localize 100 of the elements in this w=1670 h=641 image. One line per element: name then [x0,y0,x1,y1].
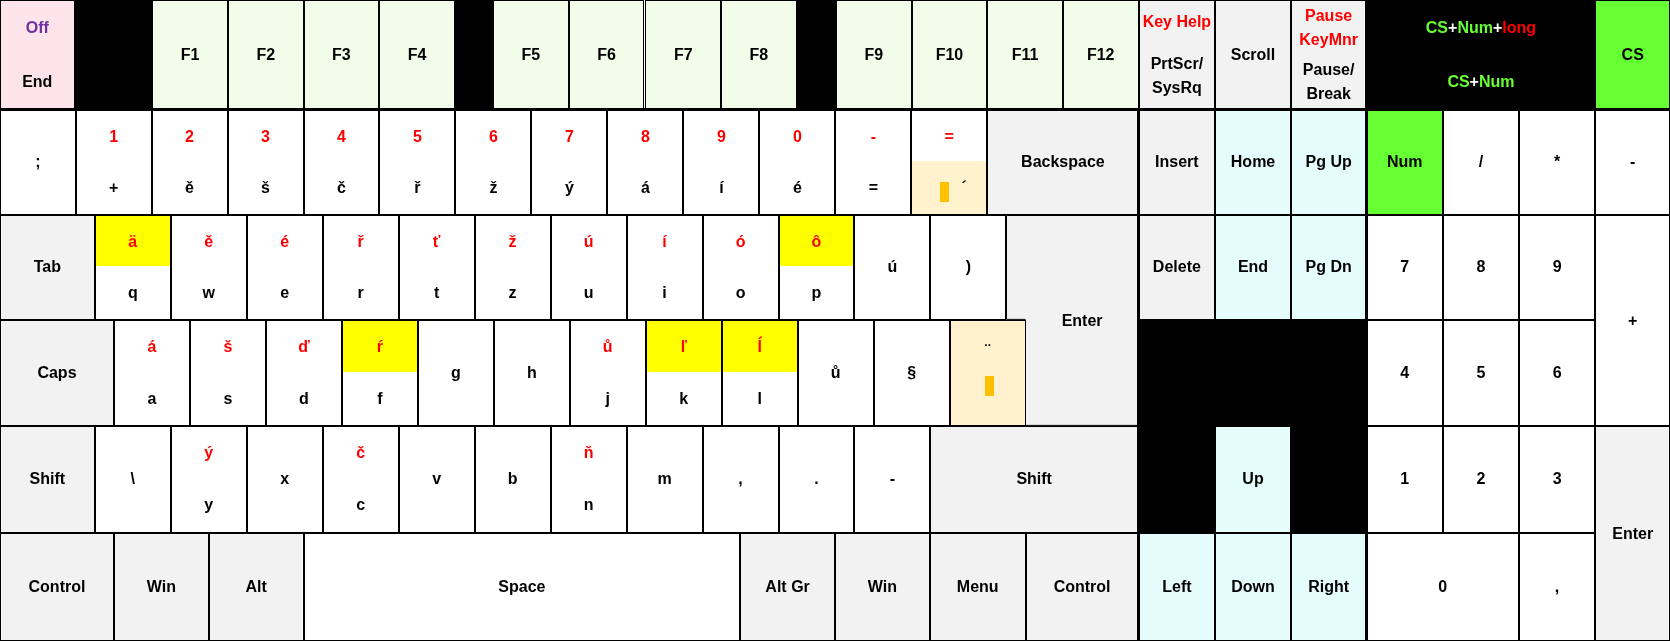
keyboard-key [1006,215,1139,426]
keyboard-key [1215,215,1291,320]
keyboard-key [0,426,95,533]
key-label: f [377,388,383,409]
keyboard-key [1366,215,1444,320]
keyboard-key [1138,0,1216,110]
key-label: ú [583,231,594,252]
keyboard-key [568,0,645,110]
key-label: Pause KeyMnr [1298,5,1359,50]
keyboard-key [455,109,532,216]
keyboard-key [1518,215,1596,320]
keyboard-key [1138,215,1216,320]
keyboard-key [1290,0,1367,110]
key-label: ´ [961,178,967,199]
key-label: = [944,126,954,147]
key-label: ň [583,443,594,464]
key-label: ý [204,443,214,464]
key-label: ä [128,231,138,252]
key-label: 2 [185,126,194,147]
key-label: - [1630,152,1636,173]
keyboard-key [170,215,247,320]
keyboard-key [987,109,1139,216]
key-label: g [450,362,461,383]
key-label: é [280,231,290,252]
key-label: F9 [864,44,884,65]
keyboard-key [170,426,247,533]
blank-key [1138,319,1367,426]
key-label: u [583,282,594,303]
keyboard-key [1366,426,1444,533]
key-label: F7 [673,44,693,65]
key-label: Backspace [1021,152,1105,173]
keyboard-key [1138,532,1216,641]
keyboard-key [113,532,209,641]
keyboard-key [1518,319,1596,426]
keyboard-key [152,0,228,110]
keyboard-key [836,0,912,110]
key-label: ) [965,257,972,278]
keyboard-key [1366,0,1596,110]
key-label: s [223,388,233,409]
key-label: m [657,469,672,490]
key-label: Enter [1061,310,1103,331]
keyboard-key [930,215,1007,320]
keyboard-key [854,215,931,320]
key-label: Up [1242,469,1264,490]
key-label: ó [735,231,746,252]
keyboard-key [379,109,456,216]
key-label: Shift [1016,469,1052,490]
key-label: Space [498,576,546,597]
key-label: + [108,178,119,199]
key-label: Alt Gr [765,576,810,597]
key-label: ů [830,362,841,383]
keyboard-key [341,319,418,426]
keyboard-key [75,109,152,216]
key-label: 1 [109,126,119,147]
keyboard-key [1138,109,1216,216]
key-label: ý [564,178,574,199]
key-label: 7 [1400,257,1410,278]
keyboard-key [208,532,304,641]
keyboard-key [474,215,551,320]
key-label: Down [1231,576,1275,597]
key-label: ě [204,231,214,252]
key-label: 4 [1400,362,1410,383]
key-label: ř [414,178,421,199]
keyboard-key [94,215,171,320]
keyboard-key [721,319,798,426]
keyboard-key [1595,426,1670,641]
key-label: í [662,231,667,252]
key-label: d [299,388,309,409]
key-label: CS [1621,44,1644,65]
keyboard-key [759,109,836,216]
key-label: Control [1053,576,1111,597]
key-label: CS+Num+long [1425,17,1537,38]
keyboard-key [227,109,304,216]
key-label: Alt [245,576,267,597]
key-label: F3 [332,44,351,65]
keyboard-key [1595,109,1670,216]
keyboard-key [1215,0,1291,110]
key-label: 7 [564,126,574,147]
keyboard-key [929,426,1139,533]
key-label: á [640,178,650,199]
key-label: b [507,469,518,490]
key-label: 6 [1552,362,1562,383]
keyboard-key [626,215,703,320]
key-label: 8 [640,126,650,147]
key-label: 9 [716,126,726,147]
keyboard-key [1025,532,1139,641]
keyboard-key [493,0,569,110]
key-label: - [889,469,896,490]
key-label: , [738,469,743,490]
key-label: Pg Dn [1305,257,1352,278]
keyboard-key [550,426,627,533]
keyboard-key [607,109,684,216]
key-label: Off [25,17,49,38]
keyboard-key [303,109,380,216]
keyboard-key [778,215,855,320]
keyboard-key [1366,319,1444,426]
keyboard-key [1443,426,1519,533]
keyboard-key [1595,215,1670,426]
keyboard-key [265,319,342,426]
keyboard-key [797,319,874,426]
